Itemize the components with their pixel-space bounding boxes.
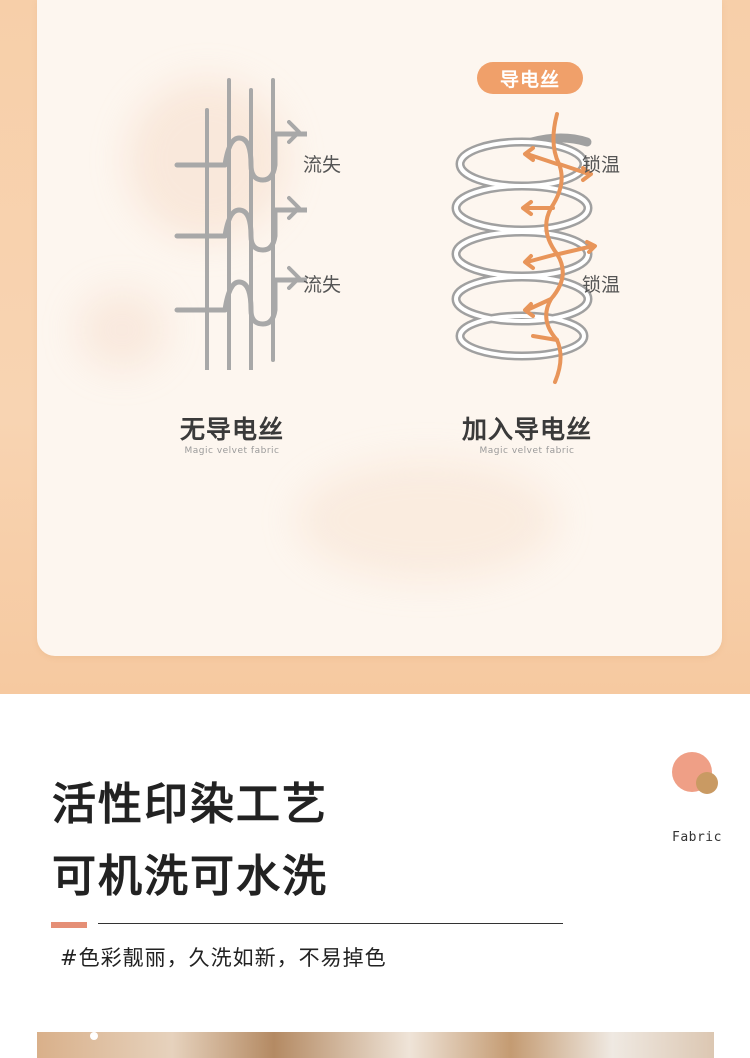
divider-line [98, 923, 563, 924]
background-blur [77, 290, 167, 370]
heat-lock-label: 锁温 [582, 274, 621, 296]
headline-line-2: 可机洗可水洗 [52, 851, 328, 902]
no-conductive-wire-diagram [174, 78, 307, 370]
arrow-heads [287, 120, 301, 290]
tagline: #色彩靓丽，久洗如新，不易掉色 [60, 946, 387, 970]
heat-lock-label: 锁温 [582, 154, 621, 176]
product-photo-strip [0, 1030, 750, 1058]
fabric-label: Fabric [672, 830, 722, 845]
no-wire-subtitle: Magic velvet fabric [184, 446, 280, 456]
photo-detail [90, 1032, 98, 1040]
printing-feature-section: 活性印染工艺 可机洗可水洗 #色彩靓丽，久洗如新，不易掉色 Fabric [0, 694, 750, 1024]
decor-circle-small [696, 772, 718, 794]
coil-diagram [451, 112, 597, 384]
with-wire-subtitle: Magic velvet fabric [479, 446, 575, 456]
heat-loss-label: 流失 [303, 274, 342, 296]
accent-bar [51, 922, 87, 928]
heat-loss-label: 流失 [303, 154, 342, 176]
with-wire-title: 加入导电丝 [461, 415, 592, 444]
background-blur [297, 460, 557, 580]
comparison-card: 流失 流失 无导电丝 Magic velvet fabric 导电丝 [37, 0, 722, 656]
product-photo [37, 1032, 714, 1058]
conductive-wire-badge: 导电丝 [477, 62, 583, 94]
no-wire-title: 无导电丝 [179, 415, 284, 444]
headline-line-1: 活性印染工艺 [52, 779, 328, 830]
